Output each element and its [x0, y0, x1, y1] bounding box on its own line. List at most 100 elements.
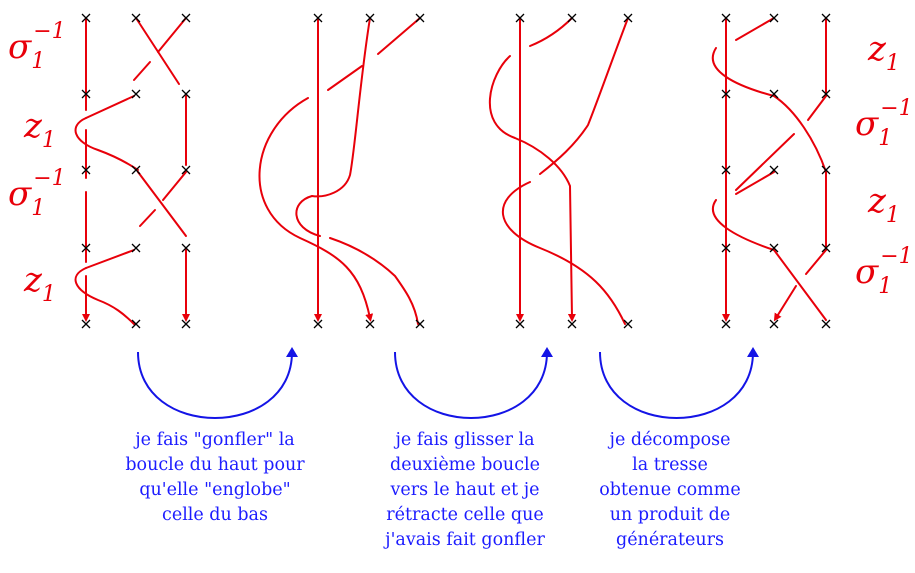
generator-index: 1	[878, 126, 892, 151]
braid-strand-11	[137, 171, 187, 237]
node-marker-17	[365, 13, 375, 23]
node-marker-24	[623, 13, 633, 23]
braid-strand-35	[712, 199, 775, 251]
node-marker-23	[567, 13, 577, 23]
node-marker-28	[721, 13, 731, 23]
node-marker-37	[769, 319, 779, 329]
node-marker-10	[131, 319, 141, 329]
node-marker-26	[567, 319, 577, 329]
caption-line: boucle du haut pour	[125, 455, 305, 475]
node-marker-7	[131, 89, 141, 99]
node-marker-19	[313, 319, 323, 329]
braid-strand-5	[135, 17, 180, 85]
node-marker-6	[131, 13, 141, 23]
braid-strand-12	[162, 171, 187, 201]
node-marker-25	[515, 319, 525, 329]
node-marker-41	[821, 243, 831, 253]
braid-strand-36	[735, 171, 775, 195]
caption-line: qu'elle "englobe"	[139, 480, 291, 500]
braid-strand-20	[258, 97, 374, 322]
caption-line: je fais "gonfler" la	[135, 430, 295, 450]
caption-line: deuxième boucle	[390, 455, 540, 475]
caption-line: vers le haut et je	[390, 480, 540, 500]
braid-strand-22	[329, 237, 419, 325]
braid-strand-8	[85, 95, 135, 119]
braid-strand-6	[157, 17, 187, 53]
node-marker-39	[821, 89, 831, 99]
node-marker-27	[623, 319, 633, 329]
caption-line: rétracte celle que	[386, 505, 544, 525]
caption-line: la tresse	[632, 455, 708, 475]
node-marker-30	[721, 165, 731, 175]
caption-line: un produit de	[609, 505, 731, 525]
caption-line: je fais glisser la	[395, 430, 535, 450]
node-marker-42	[821, 319, 831, 329]
node-marker-21	[415, 319, 425, 329]
generator-label-l2: z1	[23, 106, 56, 153]
node-marker-34	[769, 89, 779, 99]
generator-label-r4: σ1−1	[855, 244, 913, 299]
generator-exponent: −1	[33, 166, 65, 191]
generator-index: 1	[31, 196, 45, 221]
braid-strand-14	[85, 249, 135, 269]
node-marker-13	[181, 165, 191, 175]
braid-strand-34	[735, 133, 795, 191]
generator-exponent: −1	[33, 19, 65, 44]
generator-symbol: σ	[855, 252, 879, 292]
generator-symbol: z	[23, 106, 43, 146]
braid-strand-38	[773, 249, 827, 321]
node-marker-9	[131, 243, 141, 253]
braid-strand-21	[295, 17, 371, 237]
generator-label-r2: σ1−1	[855, 96, 913, 151]
transition-arrows	[137, 347, 759, 419]
generator-exponent: −1	[880, 244, 912, 269]
transition-arrow-3	[599, 347, 759, 419]
generator-symbol: z	[23, 260, 43, 300]
generator-exponent: −1	[880, 96, 912, 121]
node-marker-4	[81, 243, 91, 253]
node-marker-8	[131, 165, 141, 175]
generator-symbol: z	[867, 29, 887, 69]
transition-arrow-1	[137, 347, 298, 419]
caption-line: j'avais fait gonfler	[385, 530, 545, 550]
node-marker-3	[81, 165, 91, 175]
generator-label-l1: σ1 −1	[8, 19, 66, 74]
node-marker-33	[769, 13, 779, 23]
node-marker-36	[769, 243, 779, 253]
braid-strand-25	[489, 55, 576, 322]
node-markers	[81, 13, 831, 329]
braid-strand-10	[74, 117, 139, 171]
braid-strand-27	[502, 181, 626, 325]
node-marker-22	[515, 13, 525, 23]
node-marker-40	[821, 165, 831, 175]
node-marker-1	[81, 13, 91, 23]
caption-step-3: je décompose la tresse obtenue comme un …	[590, 428, 750, 553]
generator-label-r3: z1	[867, 181, 900, 228]
node-marker-38	[821, 13, 831, 23]
generator-index: 1	[42, 282, 56, 307]
node-marker-29	[721, 89, 731, 99]
generator-symbol: σ	[8, 174, 32, 214]
node-marker-2	[81, 89, 91, 99]
generator-index: 1	[886, 203, 900, 228]
caption-line: celle du bas	[162, 505, 268, 525]
braid-strand-18	[377, 17, 421, 55]
braid-strand-30	[711, 47, 775, 97]
generator-index: 1	[886, 51, 900, 76]
node-marker-15	[181, 319, 191, 329]
braid-strands	[74, 17, 827, 325]
node-marker-16	[313, 13, 323, 23]
generator-index: 1	[31, 49, 45, 74]
node-marker-20	[365, 319, 375, 329]
generator-symbol: z	[867, 181, 887, 221]
braid-strand-31	[773, 95, 827, 173]
braid-strand-13	[139, 209, 156, 227]
node-marker-32	[721, 319, 731, 329]
generator-symbol: σ	[8, 27, 32, 67]
braid-strand-16	[74, 267, 135, 325]
node-marker-11	[181, 13, 191, 23]
caption-line: obtenue comme	[599, 480, 741, 500]
